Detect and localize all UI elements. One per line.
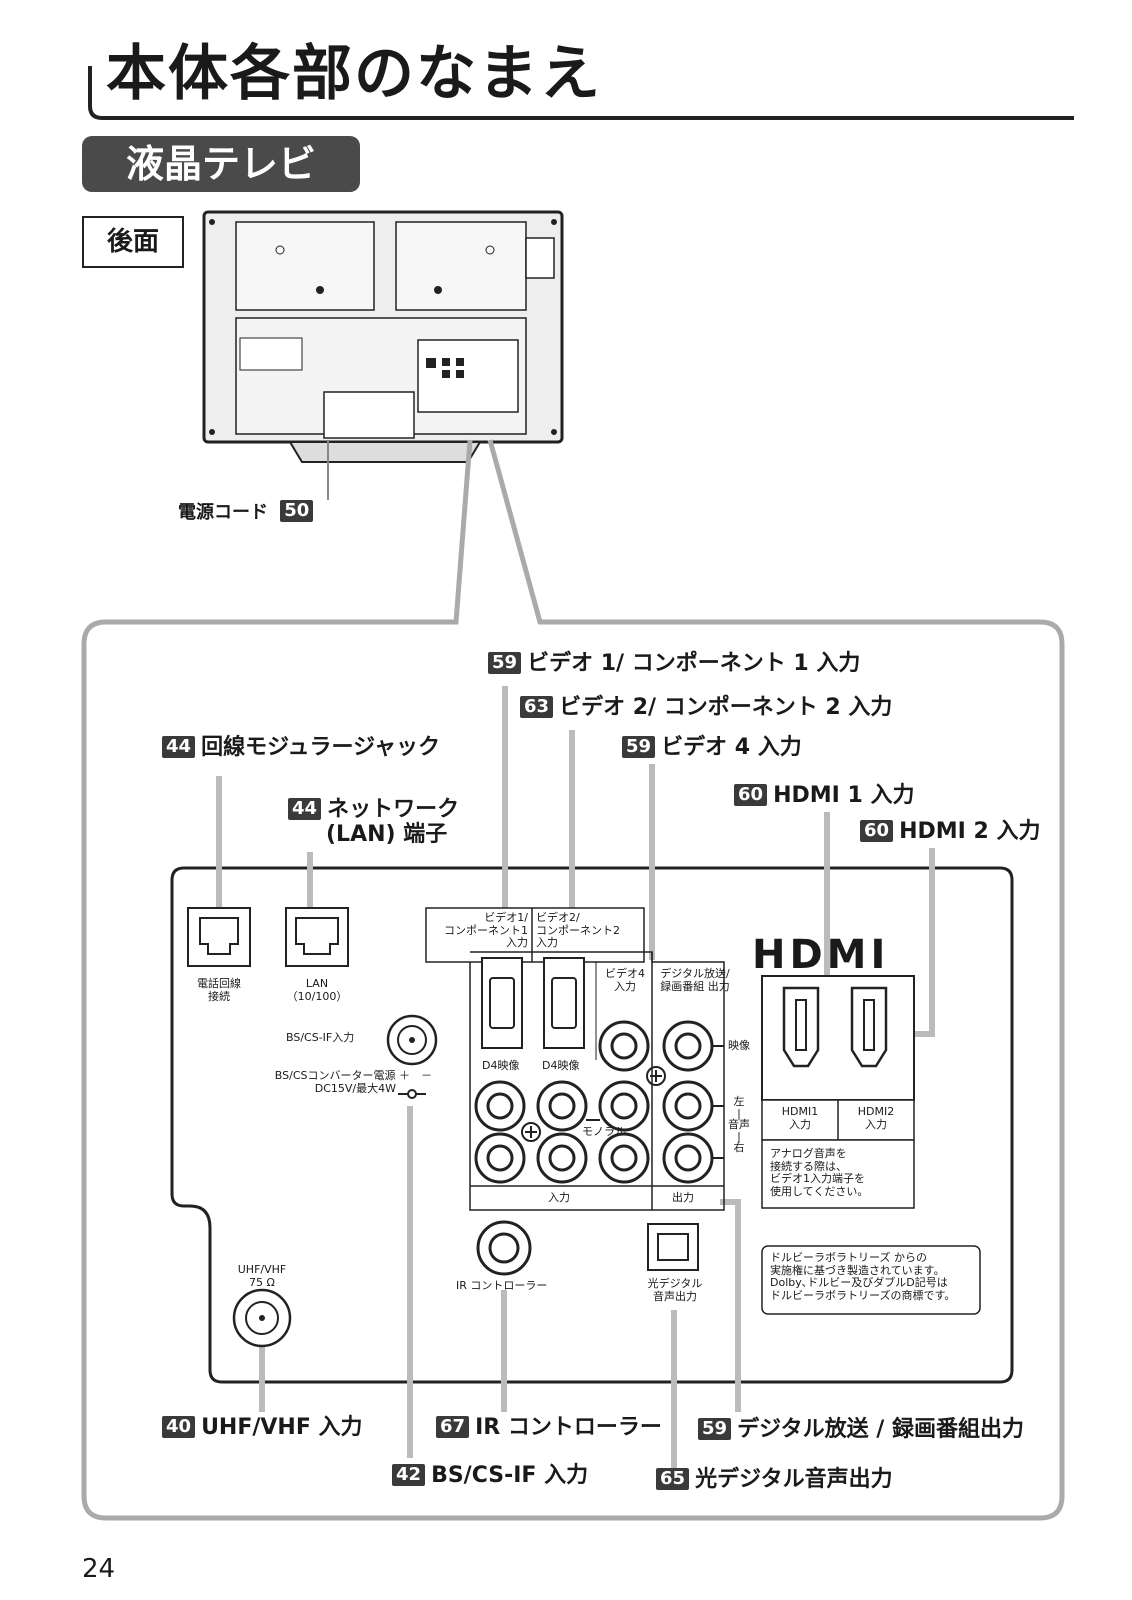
d4-label-1: D4映像 <box>482 1059 520 1072</box>
header-digital-out: デジタル放送/録画番組 出力 <box>660 967 730 993</box>
title-underline <box>88 66 1074 120</box>
lan-label: LAN（10/100） <box>286 977 348 1003</box>
view-label: 後面 <box>82 216 184 268</box>
optical-label: 光デジタル音声出力 <box>647 1277 703 1303</box>
video-label: 映像 <box>728 1039 750 1052</box>
dolby-note: ドルビーラボラトリーズ からの実施権に基づき製造されています。Dolby､ドルビ… <box>770 1251 956 1302</box>
power-cord-label: 電源コード 50 <box>178 500 319 522</box>
tel-label: 電話回線接続 <box>197 977 241 1003</box>
in-label: 入力 <box>548 1191 570 1204</box>
audio-lr-label: 左|音声|右 <box>728 1095 750 1155</box>
hdmi-note: アナログ音声を接続する際は、ビデオ1入力端子を使用してください。 <box>770 1147 869 1198</box>
mono-label: モノラル <box>582 1125 626 1138</box>
page-title: 本体各部のなまえ <box>106 39 602 109</box>
bs-input-label: BS/CS-IF入力 <box>286 1031 355 1044</box>
out-label: 出力 <box>672 1191 694 1204</box>
page-number: 24 <box>82 1554 116 1584</box>
d4-label-2: D4映像 <box>542 1059 580 1072</box>
section-heading: 液晶テレビ <box>82 136 360 192</box>
power-cord-ref: 50 <box>280 500 314 522</box>
bs-power-label: BS/CSコンバーター電源 ＋ －DC15V/最大4W <box>274 1069 432 1095</box>
tv-rear-illustration <box>202 210 564 463</box>
ir-label: IR コントローラー <box>456 1279 548 1292</box>
hdmi-logo: HDMI <box>752 932 890 978</box>
callout-network-line2: (LAN) 端子 <box>326 822 448 847</box>
